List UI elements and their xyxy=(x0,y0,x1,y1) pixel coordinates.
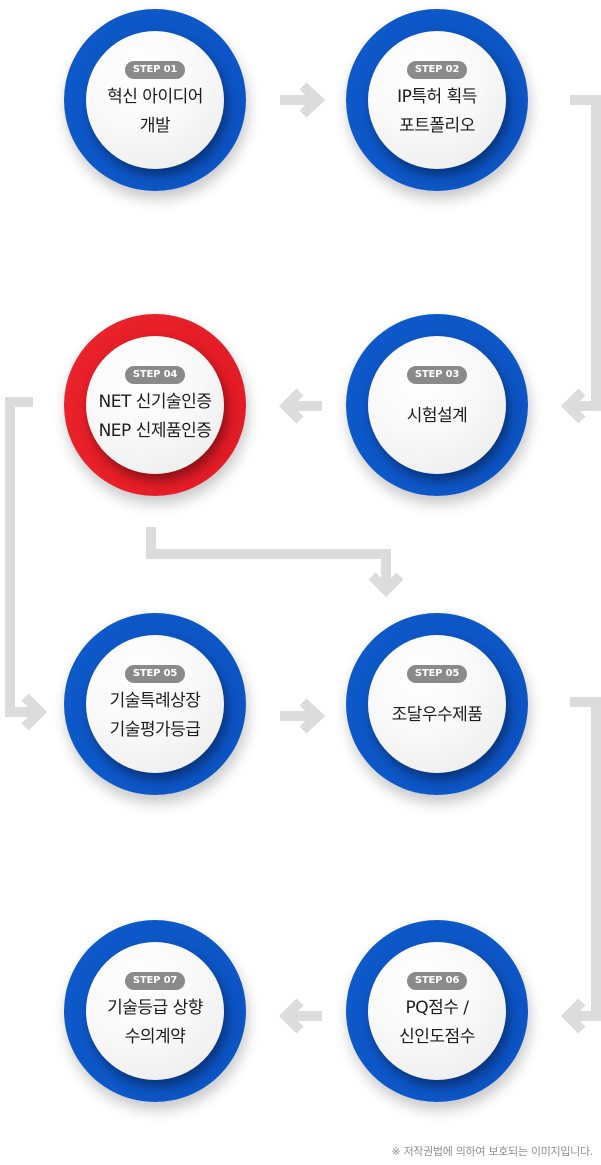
arrow-step04-to-step05b xyxy=(146,527,404,598)
arrow-step06-to-step07 xyxy=(278,998,322,1034)
step-06-node: STEP 06 PQ점수 / 신인도점수 xyxy=(346,920,528,1102)
step-01-node: STEP 01 혁신 아이디어 개발 xyxy=(64,9,246,191)
step-05b-label: 조달우수제품 xyxy=(368,701,506,730)
step-03-inner: STEP 03 시험설계 xyxy=(368,336,506,474)
arrow-step02-to-step03 xyxy=(560,95,601,424)
arrow-step03-to-step04 xyxy=(278,388,322,424)
step-05a-label: 기술특례상장 기술평가등급 xyxy=(86,687,224,745)
step-04-line2: NEP 신제품인증 xyxy=(98,421,212,441)
step-03-label: 시험설계 xyxy=(368,402,506,431)
step-03-node: STEP 03 시험설계 xyxy=(346,314,528,496)
step-02-label: IP특허 획득 포트폴리오 xyxy=(368,83,506,141)
step-04-node: STEP 04 NET 신기술인증 NEP 신제품인증 xyxy=(64,314,246,496)
step-06-line1: PQ점수 / xyxy=(405,998,469,1018)
step-06-label: PQ점수 / 신인도점수 xyxy=(368,994,506,1052)
arrow-step05b-to-step06 xyxy=(560,697,601,1034)
step-02-inner: STEP 02 IP특허 획득 포트폴리오 xyxy=(368,31,506,169)
step-04-badge: STEP 04 xyxy=(125,366,185,384)
step-06-inner: STEP 06 PQ점수 / 신인도점수 xyxy=(368,942,506,1080)
step-07-node: STEP 07 기술등급 상향 수의계약 xyxy=(64,920,246,1102)
arrow-step04-to-step05a xyxy=(5,397,48,731)
step-02-line1: IP특허 획득 xyxy=(397,87,477,107)
step-06-line2: 신인도점수 xyxy=(399,1027,475,1047)
step-07-inner: STEP 07 기술등급 상향 수의계약 xyxy=(86,942,224,1080)
step-07-line1: 기술등급 상향 xyxy=(107,998,203,1018)
step-05a-line1: 기술특례상장 xyxy=(109,691,201,711)
step-01-line2: 개발 xyxy=(139,116,171,136)
step-01-inner: STEP 01 혁신 아이디어 개발 xyxy=(86,31,224,169)
step-02-node: STEP 02 IP특허 획득 포트폴리오 xyxy=(346,9,528,191)
step-05a-node: STEP 05 기술특례상장 기술평가등급 xyxy=(64,613,246,795)
step-01-label: 혁신 아이디어 개발 xyxy=(86,83,224,141)
step-05a-line2: 기술평가등급 xyxy=(109,720,201,740)
arrow-step05a-to-step05b xyxy=(280,698,326,734)
step-03-badge: STEP 03 xyxy=(407,366,467,384)
step-07-badge: STEP 07 xyxy=(125,972,185,990)
step-02-badge: STEP 02 xyxy=(407,61,467,79)
step-03-line1: 시험설계 xyxy=(406,406,468,426)
step-01-badge: STEP 01 xyxy=(125,61,185,79)
arrow-step01-to-step02 xyxy=(280,82,326,118)
step-04-label: NET 신기술인증 NEP 신제품인증 xyxy=(86,388,224,446)
step-05b-badge: STEP 05 xyxy=(407,665,467,683)
step-05b-line1: 조달우수제품 xyxy=(391,705,483,725)
step-05a-badge: STEP 05 xyxy=(125,665,185,683)
step-06-badge: STEP 06 xyxy=(407,972,467,990)
step-07-label: 기술등급 상향 수의계약 xyxy=(86,994,224,1052)
step-05a-inner: STEP 05 기술특례상장 기술평가등급 xyxy=(86,635,224,773)
step-05b-inner: STEP 05 조달우수제품 xyxy=(368,635,506,773)
step-02-line2: 포트폴리오 xyxy=(399,116,475,136)
step-07-line2: 수의계약 xyxy=(124,1027,186,1047)
step-04-inner: STEP 04 NET 신기술인증 NEP 신제품인증 xyxy=(86,336,224,474)
copyright-notice: ※ 저작권법에 의하여 보호되는 이미지입니다. xyxy=(391,1145,593,1158)
step-01-line1: 혁신 아이디어 xyxy=(107,87,203,107)
step-05b-node: STEP 05 조달우수제품 xyxy=(346,613,528,795)
step-04-line1: NET 신기술인증 xyxy=(98,392,212,412)
